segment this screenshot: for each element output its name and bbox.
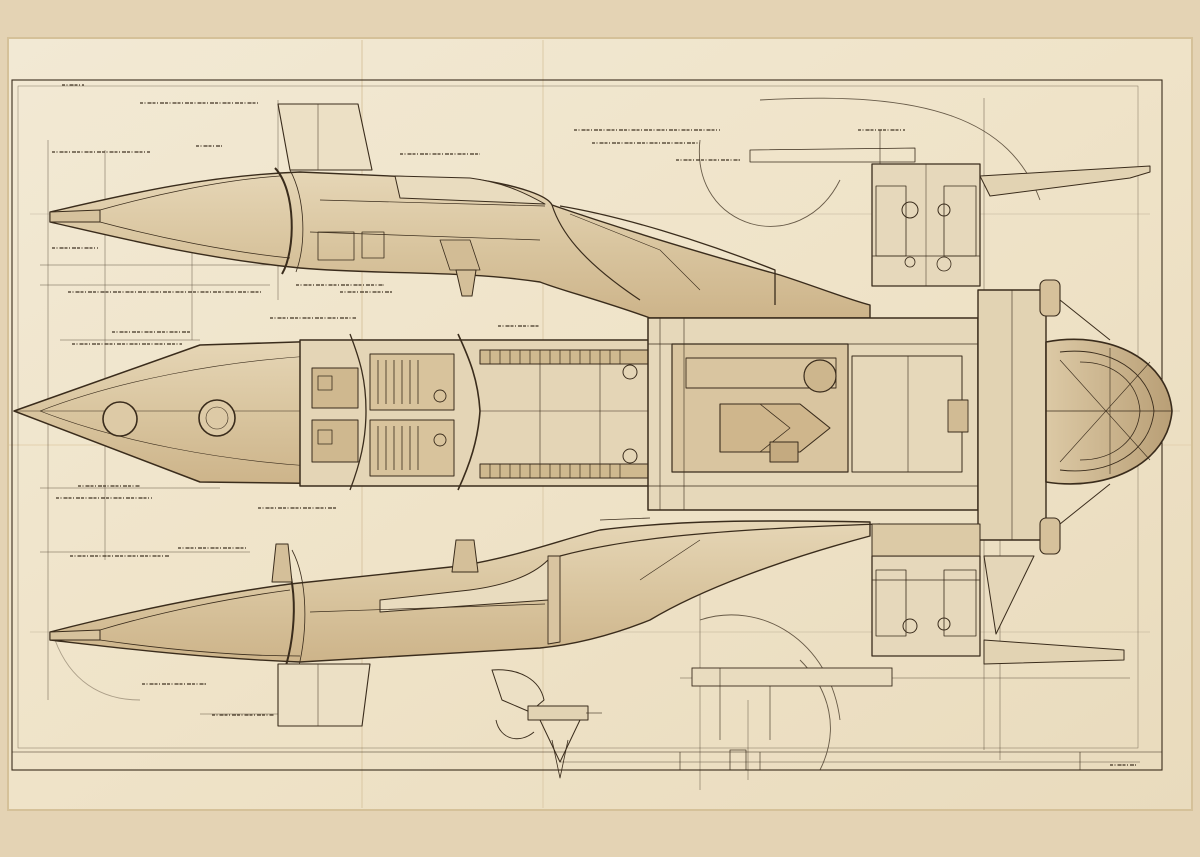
main-engine-bell — [1045, 338, 1173, 485]
upper-engine-module — [749, 130, 1151, 287]
detail-assembly — [691, 667, 893, 771]
upper-wing-pod — [49, 103, 871, 319]
forward-equipment-bay — [311, 353, 455, 477]
paper-edge-shade — [7, 37, 1193, 811]
annotation-strokes — [52, 84, 1136, 766]
detail-bracket — [491, 669, 602, 779]
cargo-rails — [479, 349, 649, 479]
lower-wing-pod — [49, 517, 881, 727]
construction-arcs — [54, 97, 1041, 771]
central-fuselage — [13, 279, 1173, 555]
lower-engine-module — [871, 523, 1125, 665]
